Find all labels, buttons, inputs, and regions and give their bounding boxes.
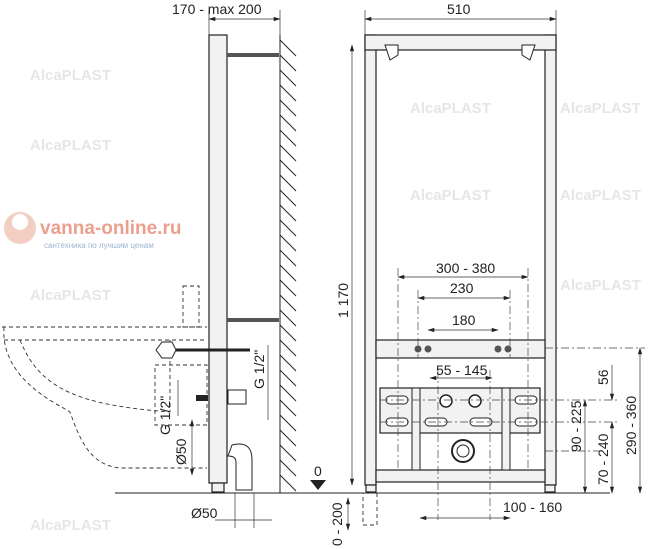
watermark-brand: AlcaPLAST xyxy=(410,100,491,117)
frame-post-right xyxy=(544,34,557,486)
front-view: 510 300 - 380 230 180 55 - 145 100 - 160… xyxy=(329,1,645,546)
hatch-line xyxy=(279,294,297,312)
bidet-outline xyxy=(2,326,207,469)
hatch-line xyxy=(279,234,297,252)
hatch-line xyxy=(279,144,297,162)
site-logo: vanna-online.ru сантехника по лучшим цен… xyxy=(4,212,181,250)
hatch-line xyxy=(279,129,297,147)
water-connector-left xyxy=(439,394,453,408)
dim-70-240: 70 - 240 xyxy=(595,433,611,485)
pipe-dim-upper: G 1/2" xyxy=(251,350,267,389)
dim-100-160: 100 - 160 xyxy=(503,499,562,515)
frame-top-bar xyxy=(364,34,557,51)
hatch-line xyxy=(279,249,297,267)
hatch-line xyxy=(279,219,297,237)
hatch-line xyxy=(279,84,297,102)
dim-55-145: 55 - 145 xyxy=(436,362,488,378)
bolt xyxy=(424,345,432,353)
hatch-line xyxy=(279,414,297,432)
frame-column xyxy=(208,34,228,484)
water-connector-right xyxy=(468,394,482,408)
hatch-line xyxy=(279,114,297,132)
hatch-line xyxy=(279,39,297,57)
hatch-line xyxy=(279,204,297,222)
dim-290-360: 290 - 360 xyxy=(623,396,639,455)
watermark-brand: AlcaPLAST xyxy=(560,100,641,117)
adjustable-foot-outline xyxy=(362,492,378,526)
hatch-line xyxy=(279,429,297,447)
water-valve xyxy=(227,389,247,405)
hatch-line xyxy=(279,264,297,282)
watermark-brand: AlcaPLAST xyxy=(30,287,111,304)
hatch-line xyxy=(279,444,297,462)
height-dim: 1 170 xyxy=(335,283,351,318)
frame-post-left xyxy=(364,34,377,486)
watermark-brand: AlcaPLAST xyxy=(560,277,641,294)
hatch-line xyxy=(279,69,297,87)
site-tagline: сантехника по лучшим ценам xyxy=(44,241,154,250)
pipe-dim-lower: G 1/2" xyxy=(157,396,173,435)
site-name: vanna-online.ru xyxy=(40,218,181,239)
bidet-tank-outline xyxy=(182,285,200,328)
watermark-brand: AlcaPLAST xyxy=(560,187,641,204)
hatch-line xyxy=(279,339,297,357)
wall-anchor-top xyxy=(227,53,279,57)
dim-90-225: 90 - 225 xyxy=(568,400,584,452)
width-dim: 510 xyxy=(447,1,471,17)
drain-bottom-dia-dim: Ø50 xyxy=(191,505,218,521)
floor-level-marker xyxy=(310,480,326,490)
dim-300-380: 300 - 380 xyxy=(436,260,495,276)
side-view: G 1/2" G 1/2" Ø50 Ø50 170 - max 200 0 xyxy=(2,1,332,528)
dim-56: 56 xyxy=(595,369,611,385)
bolt xyxy=(494,345,502,353)
depth-dim: 170 - max 200 xyxy=(172,1,262,17)
hatch-line xyxy=(279,99,297,117)
bolt xyxy=(504,345,512,353)
drain-outlet-inner xyxy=(456,444,470,458)
dim-180: 180 xyxy=(452,312,476,328)
drain-elbow xyxy=(227,443,253,491)
watermarks: AlcaPLAST AlcaPLAST AlcaPLAST AlcaPLAST … xyxy=(4,67,641,534)
floor-level-label: 0 xyxy=(314,463,322,479)
hatch-line xyxy=(279,189,297,207)
wall-anchor-mid xyxy=(227,318,279,322)
crossbar xyxy=(375,339,546,359)
frame-foot xyxy=(544,484,556,493)
hatch-line xyxy=(279,279,297,297)
wall-hatching xyxy=(279,39,297,492)
hatch-line xyxy=(279,54,297,72)
hatch-line xyxy=(279,369,297,387)
plate-strut xyxy=(501,387,511,471)
hatch-line xyxy=(279,324,297,342)
connector-cap xyxy=(155,341,177,359)
bracket xyxy=(384,44,399,61)
plate-strut xyxy=(411,387,421,471)
watermark-brand: AlcaPLAST xyxy=(30,517,111,534)
hatch-line xyxy=(279,384,297,402)
hatch-line xyxy=(279,159,297,177)
hatch-line xyxy=(279,309,297,327)
hatch-line xyxy=(279,459,297,477)
watermark-brand: AlcaPLAST xyxy=(410,187,491,204)
frame-foot xyxy=(365,484,377,493)
watermark-brand: AlcaPLAST xyxy=(30,67,111,84)
dim-0-200: 0 - 200 xyxy=(329,502,345,546)
hatch-line xyxy=(279,474,297,492)
drain-dia-dim: Ø50 xyxy=(173,438,189,465)
frame-bottom-bar xyxy=(375,469,546,483)
bracket xyxy=(521,44,536,61)
frame-foot xyxy=(211,482,225,493)
hatch-line xyxy=(279,174,297,192)
dim-230: 230 xyxy=(450,280,474,296)
watermark-brand: AlcaPLAST xyxy=(30,137,111,154)
hatch-line xyxy=(279,399,297,417)
hatch-line xyxy=(279,354,297,372)
